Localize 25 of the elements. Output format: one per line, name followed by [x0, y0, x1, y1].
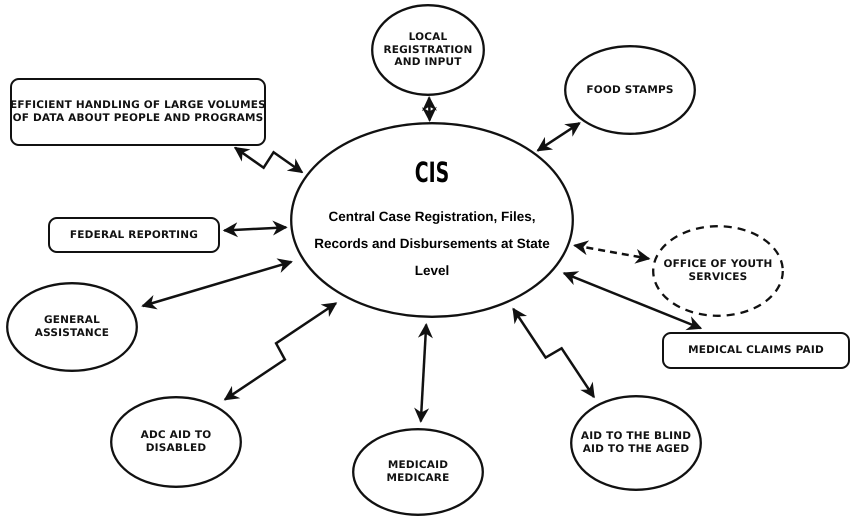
double-arrow — [141, 258, 293, 310]
double-arrow — [512, 308, 595, 398]
node-label: FEDERAL REPORTING — [68, 228, 200, 242]
node-label: ADC AID TO DISABLED — [140, 429, 212, 455]
process-box — [48, 217, 220, 253]
node-label: MEDICAID MEDICARE — [386, 459, 450, 485]
node-label: MEDICAL CLAIMS PAID — [687, 344, 825, 357]
dashed-arrow — [573, 240, 650, 264]
node-label: LOCAL REGISTRATION AND INPUT — [382, 31, 474, 69]
double-arrow — [234, 146, 304, 174]
node-label: EFFICIENT HANDLING OF LARGE VOLUMES OF DATA ABOUT PEOPLE AND PROGRAMS — [9, 99, 267, 125]
node-label: GENERAL ASSISTANCE — [34, 314, 110, 340]
double-arrow — [414, 323, 433, 423]
double-arrow — [536, 122, 581, 152]
node-label: AID TO THE BLIND AID TO THE AGED — [580, 430, 692, 456]
heading: CIS — [414, 156, 450, 189]
double-arrow — [222, 220, 288, 238]
node-label: OFFICE OF YOUTH SERVICES — [662, 258, 774, 284]
double-arrow — [422, 96, 437, 122]
process-box — [662, 332, 850, 369]
double-arrow — [224, 302, 338, 401]
description-text: Central Case Registration, Files, Records and Disbursements at State Level — [313, 208, 551, 280]
node-label: FOOD STAMPS — [585, 84, 675, 96]
double-arrow — [562, 271, 702, 330]
process-box — [10, 78, 266, 146]
